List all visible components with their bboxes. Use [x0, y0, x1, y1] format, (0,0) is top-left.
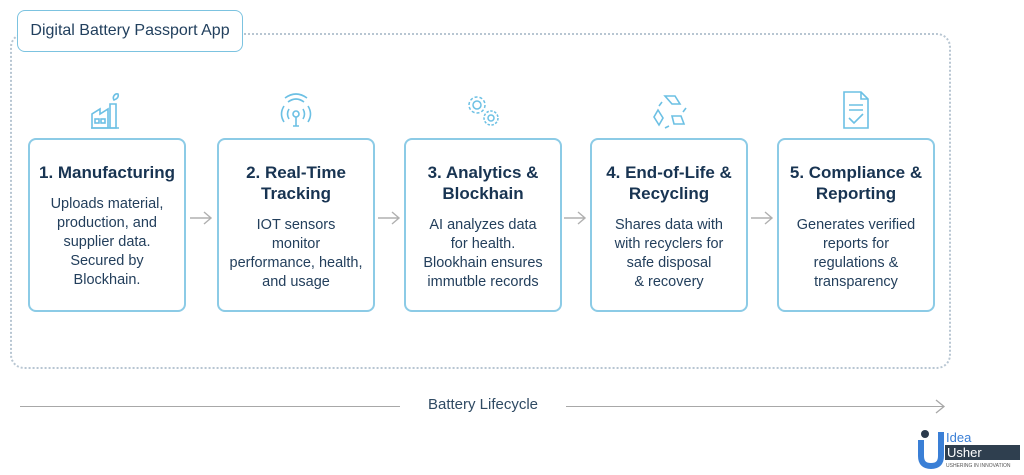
step-description: IOT sensors monitor performance, health,… — [223, 216, 369, 292]
step-manufacturing: 1. Manufacturing Uploads material, produ… — [28, 138, 186, 312]
app-label: Digital Battery Passport App — [17, 10, 243, 52]
step-description: Uploads material, production, and suppli… — [34, 195, 180, 290]
step-title: 1. Manufacturing — [38, 163, 175, 182]
desc-line: monitor — [271, 236, 321, 252]
document-check-icon — [836, 88, 876, 132]
desc-line: Blookhain ensures — [423, 255, 543, 271]
step-end-of-life-recycling: 4. End-of-Life & Recycling Shares data w… — [590, 138, 748, 312]
step-description: AI analyzes data for health. Blookhain e… — [410, 216, 556, 292]
desc-line: & recovery — [634, 274, 704, 290]
desc-line: AI analyzes data — [429, 217, 537, 233]
factory-icon — [88, 88, 128, 132]
title-line: 3. Analytics & — [427, 163, 539, 182]
title-line: Recycling — [628, 184, 710, 203]
desc-line: supplier data. — [63, 234, 151, 250]
step-title: 4. End-of-Life & Recycling — [596, 162, 742, 204]
desc-line: production, and — [57, 215, 157, 231]
desc-line: Uploads material, — [50, 196, 164, 212]
desc-line: Blockhain. — [73, 272, 141, 288]
desc-line: Generates verified — [796, 217, 916, 233]
title-line: 5. Compliance & — [789, 163, 923, 182]
step-description: Shares data with with recyclers for safe… — [596, 216, 742, 292]
step-title: 3. Analytics & Blockhain — [410, 162, 556, 204]
arrow-right-icon — [378, 211, 401, 225]
lifecycle-arrowhead-icon — [935, 399, 946, 414]
lifecycle-label: Battery Lifecycle — [427, 396, 539, 413]
title-line: Reporting — [815, 184, 897, 203]
logo-line2: Usher — [947, 445, 982, 460]
desc-line: Shares data with — [614, 217, 723, 233]
desc-line: regulations & — [813, 255, 899, 271]
desc-line: transparency — [814, 274, 898, 290]
logo-line1: Idea — [946, 430, 972, 445]
desc-line: safe disposal — [626, 255, 712, 271]
step-title: 2. Real-Time Tracking — [223, 162, 369, 204]
step-analytics-blockchain: 3. Analytics & Blockhain AI analyzes dat… — [404, 138, 562, 312]
gears-icon — [462, 88, 502, 132]
desc-line: IOT sensors — [256, 217, 336, 233]
desc-line: reports for — [822, 236, 890, 252]
lifecycle-line-right — [566, 406, 944, 407]
step-real-time-tracking: 2. Real-Time Tracking IOT sensors monito… — [217, 138, 375, 312]
arrow-right-icon — [564, 211, 587, 225]
title-line: 2. Real-Time — [246, 163, 346, 182]
title-line: Blockhain — [442, 184, 524, 203]
title-line: 4. End-of-Life & — [606, 163, 732, 182]
step-description: Generates verified reports for regulatio… — [783, 216, 929, 292]
title-line: Tracking — [261, 184, 331, 203]
step-compliance-reporting: 5. Compliance & Reporting Generates veri… — [777, 138, 935, 312]
wireless-sensor-icon — [276, 88, 316, 132]
recycle-icon — [650, 88, 690, 132]
desc-line: for health. — [450, 236, 516, 252]
desc-line: performance, health, — [229, 255, 363, 271]
idea-usher-logo: Idea Usher USHERING IN INNOVATION — [918, 428, 1022, 470]
arrow-right-icon — [751, 211, 774, 225]
desc-line: with recyclers for — [614, 236, 724, 252]
step-title: 5. Compliance & Reporting — [783, 162, 929, 204]
app-container — [10, 33, 951, 369]
logo-tagline: USHERING IN INNOVATION — [946, 463, 1011, 469]
lifecycle-line-left — [20, 406, 400, 407]
desc-line: immutble records — [427, 274, 539, 290]
desc-line: and usage — [262, 274, 330, 290]
desc-line: Secured by — [70, 253, 144, 269]
arrow-right-icon — [190, 211, 213, 225]
